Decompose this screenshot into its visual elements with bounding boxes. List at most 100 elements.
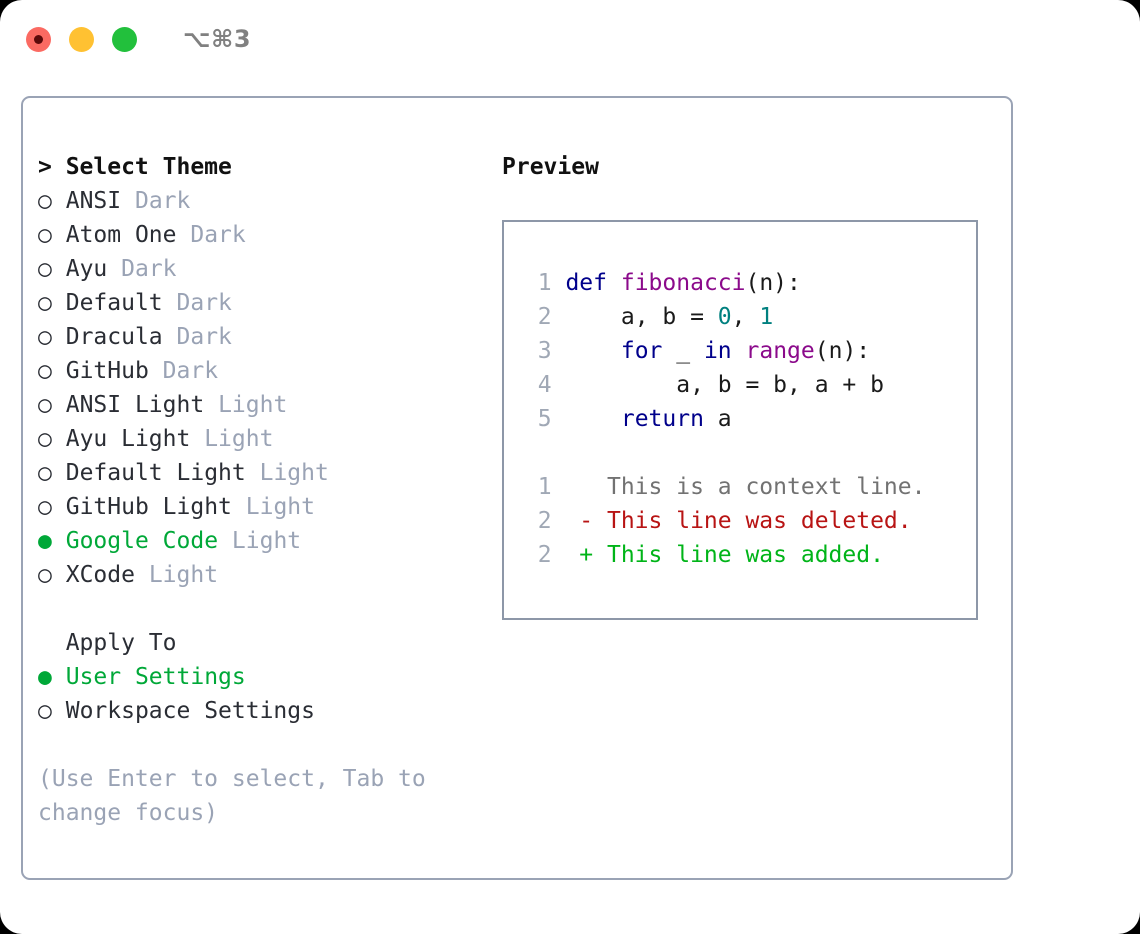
maximize-button-icon[interactable] [112,26,137,52]
spacer [52,290,66,316]
theme-name-label: Ayu Light [65,426,191,452]
spacer [52,358,66,384]
radio-unselected-icon: ○ [38,698,52,724]
code-token: return [620,406,704,432]
radio-unselected-icon: ○ [38,392,52,418]
theme-kind-label: Light [259,460,329,486]
theme-kind-label: Dark [176,324,232,350]
theme-list-item[interactable]: ○ GitHub Light Light [38,490,498,524]
theme-list-item[interactable]: ○ Ayu Light Light [38,422,498,456]
apply-to-option[interactable]: ● User Settings [38,660,498,694]
radio-unselected-icon: ○ [38,460,52,486]
spacer [52,188,66,214]
code-line: 5 return a [524,402,968,436]
spacer [52,460,66,486]
line-number: 5 [537,406,552,432]
theme-kind-label: Dark [134,188,191,214]
theme-kind-label: Dark [162,358,219,384]
theme-name-label: Default Light [65,460,246,486]
spacer [52,426,66,452]
gutter-gap [552,338,566,364]
diff-text: This line was deleted. [606,508,912,534]
gutter-gap [552,304,566,330]
theme-selector-panel: > Select Theme ○ ANSI Dark○ Atom One Dar… [38,150,498,830]
code-token [565,406,620,432]
code-token [607,270,621,296]
theme-name-label: GitHub Light [65,494,232,520]
theme-list-item[interactable]: ○ Default Dark [38,286,498,320]
code-token: in [703,338,732,364]
theme-name-label: Ayu [65,256,108,282]
line-number: 2 [537,542,552,568]
preview-panel: Preview 1 def fibonacci(n):2 a, b = 0, 1… [502,150,1002,620]
theme-list-item[interactable]: ○ ANSI Dark [38,184,498,218]
code-token: a [703,406,732,432]
spacer [121,188,135,214]
theme-name-label: Default [65,290,163,316]
spacer [204,392,218,418]
spacer [52,222,66,248]
radio-unselected-icon: ○ [38,426,52,452]
code-token: def [565,270,607,296]
theme-kind-label: Dark [190,222,246,248]
theme-list-item[interactable]: ○ XCode Light [38,558,498,592]
theme-name-label: Google Code [65,528,219,554]
spacer [107,256,121,282]
code-token: 0 [717,304,732,330]
theme-list-item[interactable]: ○ Atom One Dark [38,218,498,252]
preview-heading: Preview [502,154,599,180]
spacer [52,256,66,282]
spacer [246,460,260,486]
spacer [52,392,66,418]
spacer [232,494,246,520]
theme-list-item[interactable]: ○ Default Light Light [38,456,498,490]
code-token: (n): [814,338,871,364]
diff-text: This line was added. [606,542,884,568]
apply-to-label: Workspace Settings [65,698,315,724]
theme-name-label: ANSI Light [65,392,205,418]
content-frame: > Select Theme ○ ANSI Dark○ Atom One Dar… [21,96,1013,880]
theme-kind-label: Light [218,392,288,418]
theme-list-item[interactable]: ○ Dracula Dark [38,320,498,354]
apply-to-heading: Apply To [65,630,177,656]
spacer [163,290,177,316]
theme-list-item[interactable]: ○ ANSI Light Light [38,388,498,422]
radio-unselected-icon: ○ [38,358,52,384]
spacer [52,528,66,554]
diff-gap [524,436,968,470]
list-spacer [38,592,498,626]
line-number: 2 [537,508,552,534]
keyboard-shortcut-label: ⌥⌘3 [183,25,252,53]
theme-name-label: Atom One [65,222,177,248]
code-token [565,338,620,364]
theme-list-item[interactable]: ○ GitHub Dark [38,354,498,388]
theme-kind-label: Light [245,494,315,520]
apply-to-option[interactable]: ○ Workspace Settings [38,694,498,728]
minimize-button-icon[interactable] [69,26,94,52]
theme-kind-label: Light [204,426,274,452]
theme-name-label: GitHub [65,358,149,384]
columns: > Select Theme ○ ANSI Dark○ Atom One Dar… [23,98,1011,878]
theme-kind-label: Dark [176,290,232,316]
line-number: 4 [537,372,552,398]
code-line: 4 a, b = b, a + b [524,368,968,402]
spacer [190,426,204,452]
diff-line: 1 This is a context line. [524,470,968,504]
radio-unselected-icon: ○ [38,290,52,316]
code-token: fibonacci [620,270,746,296]
code-token: range [745,338,815,364]
theme-list-item[interactable]: ● Google Code Light [38,524,498,558]
diff-line: 2 + This line was added. [524,538,968,572]
radio-unselected-icon: ○ [38,256,52,282]
code-line: 3 for _ in range(n): [524,334,968,368]
apply-to-label: User Settings [65,664,246,690]
spacer [52,494,66,520]
theme-list-item[interactable]: ○ Ayu Dark [38,252,498,286]
gutter-gap [552,406,566,432]
line-number: 3 [537,338,552,364]
radio-unselected-icon: ○ [38,324,52,350]
spacer [52,562,66,588]
close-button-icon[interactable] [26,26,51,52]
diff-text: This is a context line. [606,474,926,500]
